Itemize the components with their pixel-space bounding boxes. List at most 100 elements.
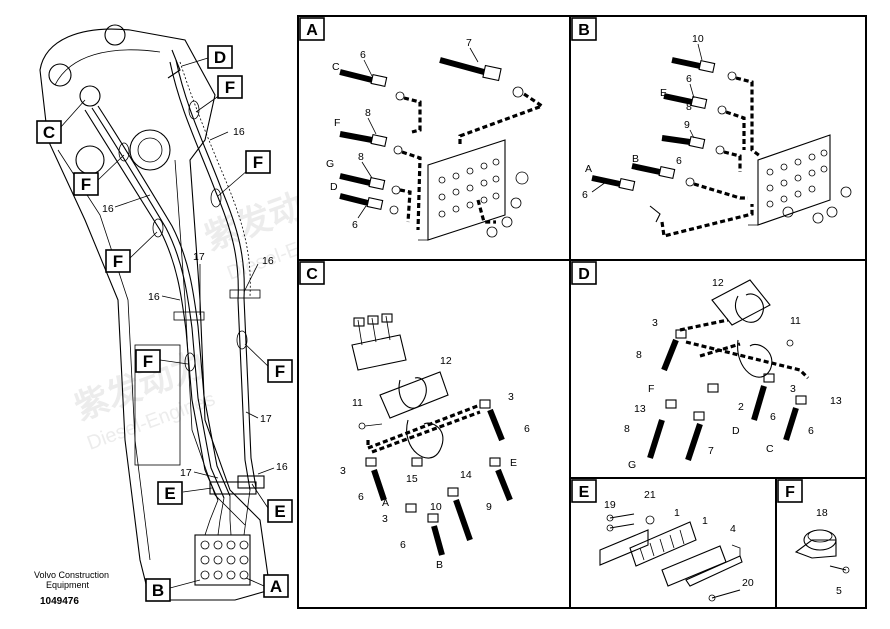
panel-B: B 10 6 E 8 (569, 15, 867, 261)
panel-D-hose-6a (751, 385, 767, 421)
panel-D-label-F: F (648, 383, 654, 395)
panel-B-tube-3 (723, 150, 742, 172)
clamp-17-left (173, 311, 205, 321)
panel-A-label-F: F (334, 117, 340, 129)
panel-B-item-6c: 6 (582, 189, 588, 201)
panel-E-item-19: 19 (604, 499, 616, 511)
tag-F-6[interactable]: F (267, 359, 293, 383)
tag-B[interactable]: B (145, 578, 171, 602)
tag-B-label: B (152, 581, 164, 600)
panel-B-fittings (618, 59, 852, 224)
panel-D-tube-3 (699, 342, 741, 358)
clip-f-5 (210, 188, 222, 208)
panel-B-tube-5 (660, 204, 754, 238)
tag-F-3[interactable]: F (245, 150, 271, 174)
panel-D-item-6a: 6 (770, 411, 776, 423)
panel-C-item-6a: 6 (524, 423, 530, 435)
panel-B-frame (569, 15, 867, 261)
panel-D-item-12: 12 (712, 277, 724, 289)
panel-E-plate (599, 529, 649, 566)
panel-F-bolt-head (842, 566, 850, 574)
tag-F-2[interactable]: F (73, 172, 99, 196)
panel-C-fittings (365, 399, 501, 523)
tag-F-1-label: F (225, 78, 235, 97)
company-line2: Equipment (46, 580, 90, 590)
panel-B-item-9: 9 (684, 119, 690, 131)
clip-f-3 (184, 352, 196, 372)
panel-B-tube-1 (735, 76, 761, 158)
tag-F-6-label: F (275, 362, 285, 381)
panel-C-hose-6a (487, 408, 505, 442)
panel-A-frame (297, 15, 571, 261)
panel-E-bolts (606, 513, 741, 602)
panel-C-item-6b: 6 (358, 491, 364, 503)
panel-A-leader-4 (361, 161, 373, 179)
tag-F-5[interactable]: F (135, 349, 161, 373)
panel-A-fittings (366, 64, 529, 238)
panel-D-bracket (711, 279, 771, 326)
clip-f-1 (118, 142, 130, 162)
panel-D-tube-1 (679, 318, 729, 332)
panel-C-item-10: 10 (430, 501, 442, 513)
tag-C[interactable]: C (36, 120, 62, 144)
boom-overview: D F C F F F F F (34, 24, 293, 607)
panel-B-plate-edge (748, 160, 759, 226)
clamp-17-right (229, 289, 261, 299)
panel-D-frame (569, 259, 867, 479)
panel-F-item-5: 5 (836, 585, 842, 597)
panel-F-label: F (785, 484, 795, 501)
connector-c (79, 85, 101, 107)
panel-D-bolt-11 (786, 339, 794, 347)
panel-E-frame (569, 477, 777, 609)
panel-E-tag (571, 479, 597, 503)
tag-D-label: D (214, 48, 226, 67)
boom-pivot-2 (75, 145, 105, 175)
panel-C-item-9: 9 (486, 501, 492, 513)
boom-top-edge (54, 49, 161, 86)
panel-B-label-E: E (660, 87, 667, 99)
panel-C-hose-9 (453, 499, 473, 541)
panel-C-hose-E (495, 468, 513, 502)
overview-num-16e: 16 (276, 461, 288, 473)
tag-D[interactable]: D (207, 45, 233, 69)
panel-A-label-C: C (332, 61, 340, 73)
panel-C-hose-6b (371, 469, 387, 501)
panel-A-tube-1 (403, 96, 422, 134)
panel-B-leader-3 (689, 129, 695, 139)
panel-C-item-3a: 3 (508, 391, 514, 403)
tag-F-4-label: F (113, 252, 123, 271)
panel-F-item-18: 18 (816, 507, 828, 519)
tag-F-1[interactable]: F (217, 75, 243, 99)
panel-C-label-B: B (436, 559, 443, 571)
panel-A-plate-edge (418, 165, 429, 241)
panel-B-leader-1 (697, 43, 703, 61)
panel-B-label-A: A (585, 163, 592, 175)
panel-A-leader-3 (367, 117, 377, 135)
panel-A-label-G: G (326, 158, 334, 170)
tag-F-4[interactable]: F (105, 249, 131, 273)
panel-E-item-1b: 1 (702, 515, 708, 527)
panel-E-strip-4 (685, 555, 743, 587)
panel-E-item-4: 4 (730, 523, 736, 535)
panel-D-tube-2 (685, 340, 810, 380)
clip-f-4 (236, 330, 248, 350)
panel-A-hose-8b (339, 173, 371, 186)
overview-num-16c: 16 (148, 291, 160, 303)
panel-D-label-C: C (766, 443, 774, 455)
tag-A[interactable]: A (263, 574, 289, 598)
overview-num-16d: 16 (262, 255, 274, 267)
panel-C-item-11: 11 (352, 397, 363, 409)
panel-E-label: E (579, 484, 590, 501)
panel-D-hose-8b (647, 419, 665, 459)
tag-E-2[interactable]: E (267, 499, 293, 523)
overview-num-16b: 16 (102, 203, 114, 215)
panel-D-label-D: D (732, 425, 740, 437)
panel-C-bolt-11-shank (364, 423, 383, 427)
panel-D-tag (571, 261, 597, 285)
panel-B-tube-2 (725, 110, 746, 150)
panel-A-leader-1 (363, 59, 373, 77)
panel-D-item-11: 11 (790, 315, 801, 327)
tag-E-1[interactable]: E (157, 481, 183, 505)
tag-E-2-label: E (274, 502, 285, 521)
